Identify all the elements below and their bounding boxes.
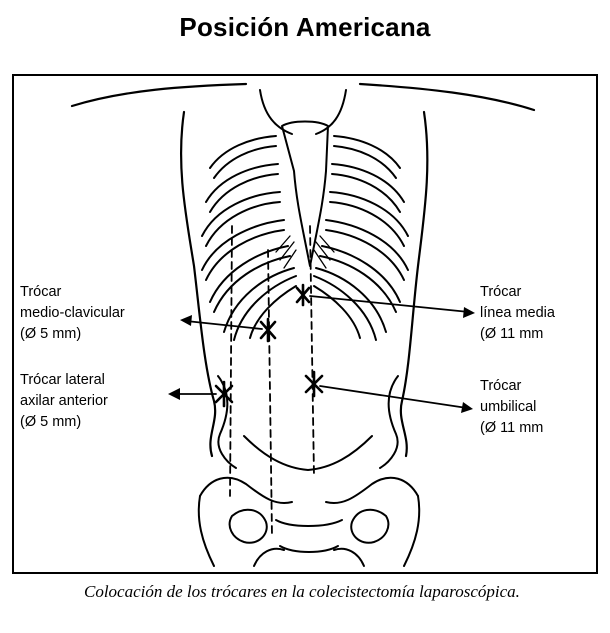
diagram-frame: Trócar medio-clavicular (Ø 5 mm) Trócar …	[12, 74, 598, 574]
pelvis	[199, 478, 419, 566]
body-outline	[72, 84, 534, 456]
right-ribs	[314, 136, 408, 340]
neck	[260, 90, 346, 134]
label-medio-clavicular: Trócar medio-clavicular (Ø 5 mm)	[20, 282, 125, 345]
sternum	[282, 122, 328, 267]
trocar-mark-linea-media	[297, 285, 309, 305]
trocar-mark-lateral-axilar	[216, 382, 232, 406]
label-umbilical: Trócar umbilical (Ø 11 mm	[480, 376, 543, 439]
label-linea-media: Trócar línea media (Ø 11 mm	[480, 282, 555, 345]
figure-caption: Colocación de los trócares en la colecis…	[18, 581, 602, 603]
caption-text: Colocación de los trócares en la colecis…	[84, 582, 520, 601]
trocar-mark-medio-clavicular	[261, 319, 275, 341]
diagram-title: Posición Americana	[0, 12, 610, 43]
trocar-mark-umbilical	[306, 372, 322, 396]
label-lateral-axilar: Trócar lateral axilar anterior (Ø 5 mm)	[20, 370, 108, 433]
left-ribs	[202, 136, 296, 340]
reference-lines	[230, 226, 314, 536]
